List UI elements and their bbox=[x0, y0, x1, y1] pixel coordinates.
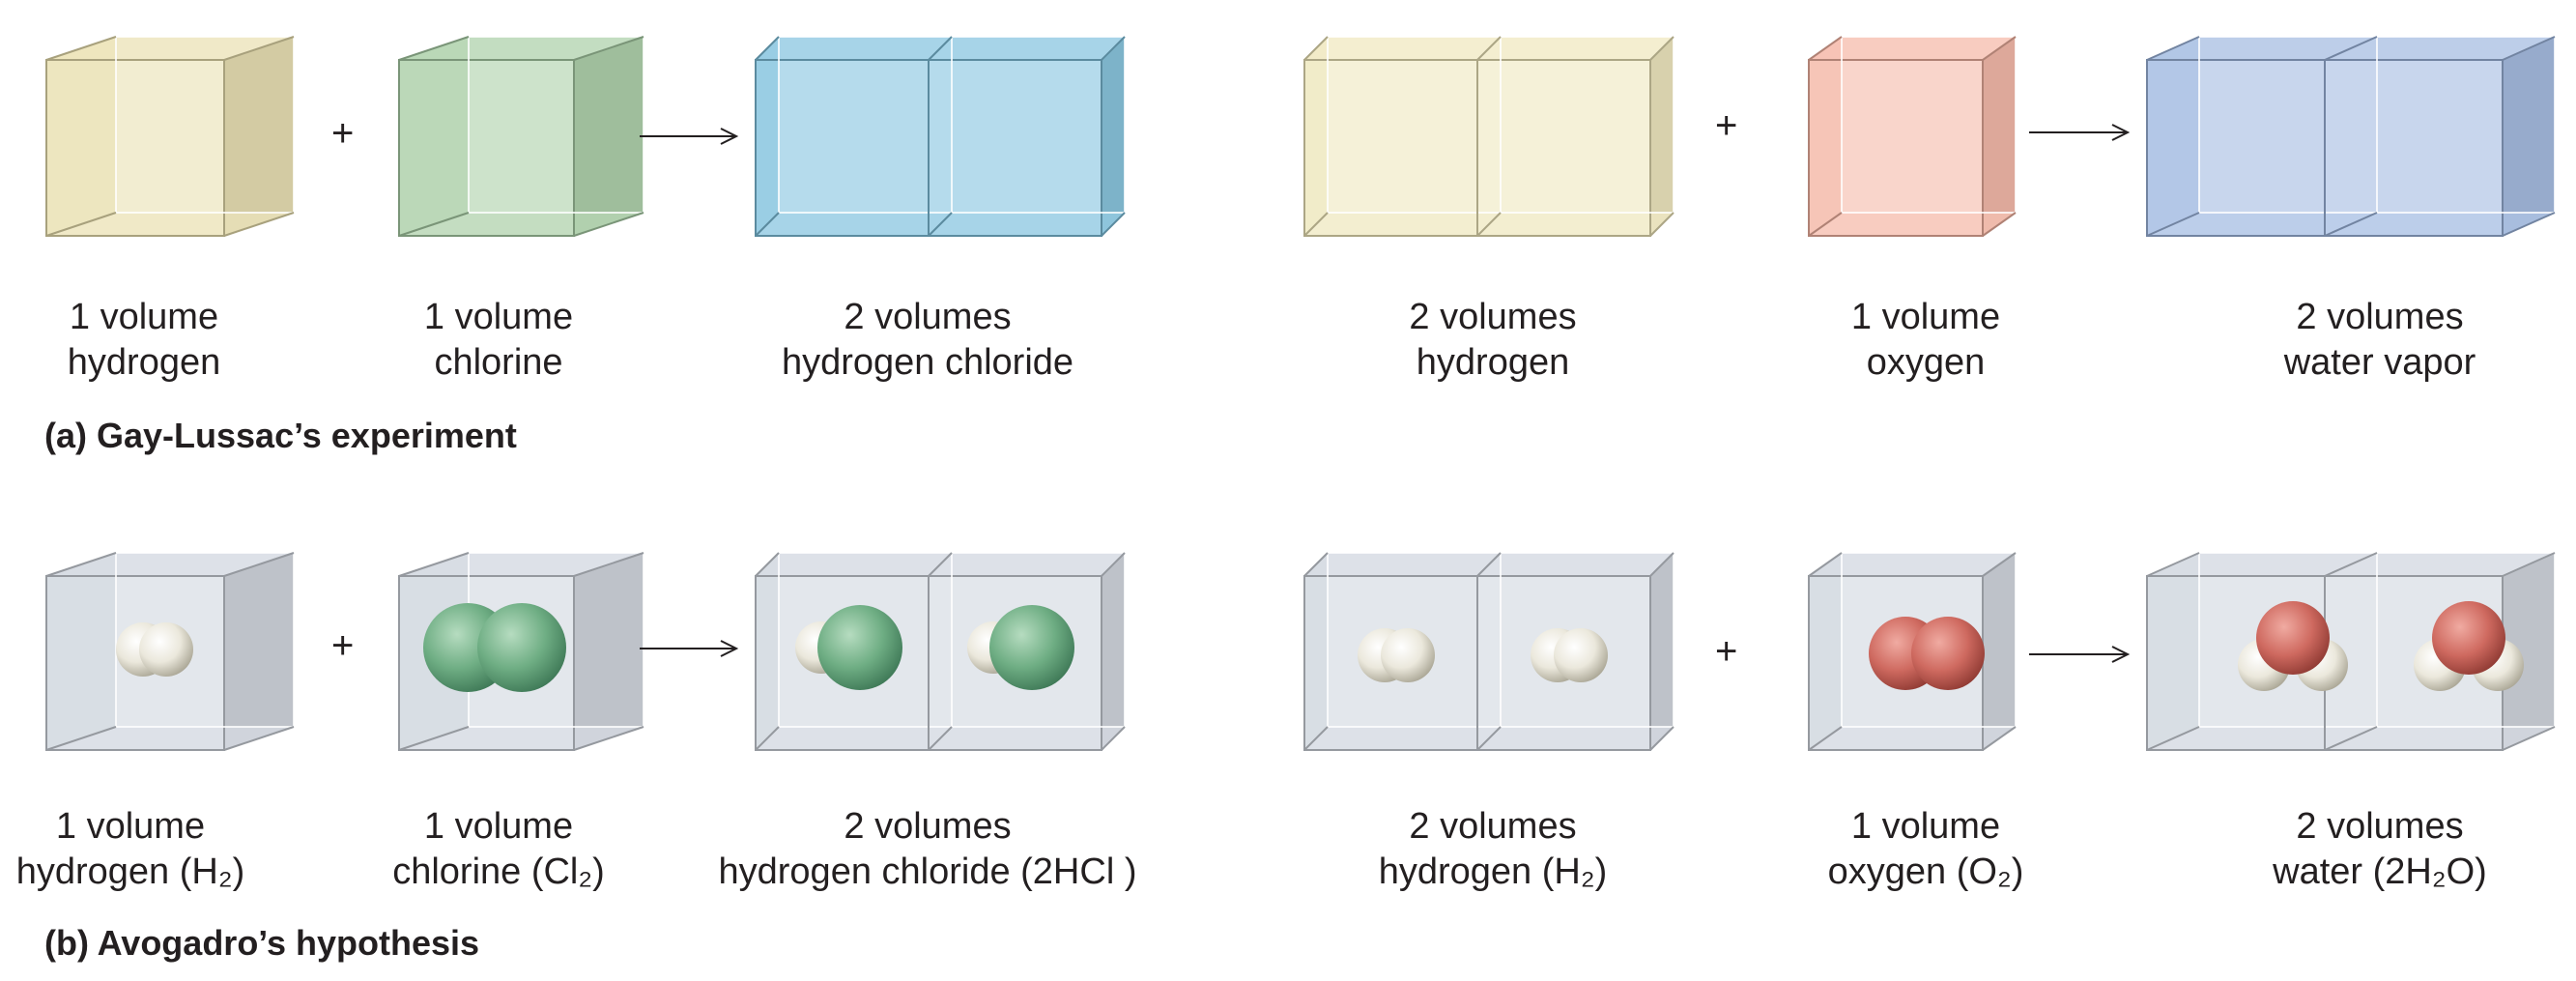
label-line2: hydrogen bbox=[1416, 342, 1570, 383]
label-a-hydrogen-2: 2 volumes hydrogen bbox=[1362, 295, 1623, 386]
label-b-water: 2 volumes water (2H₂O) bbox=[2225, 804, 2534, 895]
label-line2: hydrogen bbox=[67, 342, 221, 383]
molecule-hcl bbox=[967, 605, 1074, 690]
volume-a-hydrogen-chloride bbox=[755, 36, 1126, 237]
label-line1: 2 volumes bbox=[1409, 297, 1577, 337]
volume-a-water-vapor bbox=[2146, 36, 2556, 237]
label-line2: water vapor bbox=[2283, 342, 2476, 383]
arrow-a-left bbox=[640, 128, 739, 145]
plus-sign-b-left: + bbox=[331, 624, 355, 667]
label-line2: oxygen bbox=[1866, 342, 1986, 383]
caption-avogadro: (b) Avogadro’s hypothesis bbox=[44, 923, 480, 963]
volume-a-oxygen bbox=[1808, 36, 2017, 237]
label-b-hydrogen-2: 2 volumes hydrogen (H₂) bbox=[1362, 804, 1623, 895]
label-line2: chlorine (Cl₂) bbox=[392, 851, 605, 892]
arrow-b-right bbox=[2029, 646, 2131, 663]
arrow-b-left bbox=[640, 640, 739, 657]
arrow-a-right bbox=[2029, 124, 2131, 141]
label-a-hydrogen: 1 volume hydrogen bbox=[14, 295, 274, 386]
volume-a-chlorine bbox=[398, 36, 644, 237]
molecule-o2 bbox=[1869, 617, 1985, 690]
plus-sign-a-right: + bbox=[1715, 104, 1738, 147]
label-line1: 2 volumes bbox=[2296, 806, 2464, 847]
label-a-chlorine: 1 volume chlorine bbox=[368, 295, 629, 386]
label-b-chlorine: 1 volume chlorine (Cl₂) bbox=[368, 804, 629, 895]
label-line1: 1 volume bbox=[423, 297, 574, 337]
label-line1: 1 volume bbox=[1850, 806, 2001, 847]
label-line1: 1 volume bbox=[423, 806, 574, 847]
label-line1: 2 volumes bbox=[844, 806, 1012, 847]
label-b-hydrogen-chloride: 2 volumes hydrogen chloride (2HCl ) bbox=[705, 804, 1150, 895]
label-line1: 2 volumes bbox=[844, 297, 1012, 337]
molecule-h2 bbox=[1358, 628, 1435, 682]
molecule-h2o bbox=[2238, 601, 2348, 691]
volume-a-hydrogen-2 bbox=[1303, 36, 1674, 237]
label-line2: water (2H₂O) bbox=[2273, 851, 2487, 892]
label-line1: 1 volume bbox=[1850, 297, 2001, 337]
label-b-oxygen: 1 volume oxygen (O₂) bbox=[1795, 804, 2056, 895]
label-line1: 2 volumes bbox=[1409, 806, 1577, 847]
label-line2: hydrogen (H₂) bbox=[15, 851, 245, 892]
molecule-h2 bbox=[1531, 628, 1608, 682]
label-line1: 2 volumes bbox=[2296, 297, 2464, 337]
label-line2: hydrogen chloride bbox=[781, 342, 1074, 383]
label-line1: 1 volume bbox=[69, 297, 219, 337]
label-line2: hydrogen (H₂) bbox=[1378, 851, 1608, 892]
caption-gay-lussac: (a) Gay-Lussac’s experiment bbox=[44, 416, 517, 455]
volume-a-hydrogen bbox=[45, 36, 295, 237]
label-a-hydrogen-chloride: 2 volumes hydrogen chloride bbox=[734, 295, 1121, 386]
volume-b-hydrogen bbox=[45, 552, 295, 751]
label-line2: hydrogen chloride (2HCl ) bbox=[718, 851, 1137, 892]
molecule-hcl bbox=[795, 605, 902, 690]
molecule-h2 bbox=[116, 622, 193, 677]
label-line2: chlorine bbox=[434, 342, 563, 383]
label-a-water-vapor: 2 volumes water vapor bbox=[2225, 295, 2534, 386]
plus-sign-a-left: + bbox=[331, 112, 355, 155]
molecule-h2o bbox=[2414, 601, 2524, 691]
plus-sign-b-right: + bbox=[1715, 630, 1738, 673]
label-b-hydrogen: 1 volume hydrogen (H₂) bbox=[0, 804, 261, 895]
label-line2: oxygen (O₂) bbox=[1827, 851, 2024, 892]
molecule-cl2 bbox=[423, 603, 566, 692]
label-a-oxygen: 1 volume oxygen bbox=[1795, 295, 2056, 386]
label-line1: 1 volume bbox=[55, 806, 206, 847]
